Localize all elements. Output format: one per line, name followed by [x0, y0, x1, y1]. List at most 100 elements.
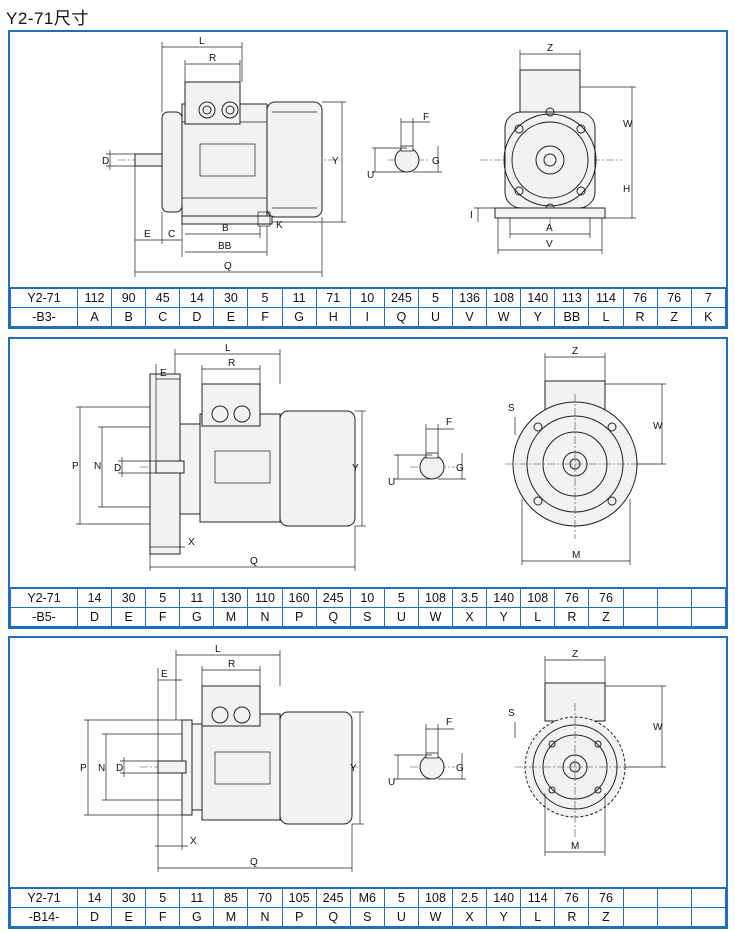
dimension-value-cell: [622, 887, 658, 908]
dimension-code-cell: R: [554, 607, 590, 627]
dimension-code-cell: E: [111, 907, 147, 927]
dimension-code-cell: G: [281, 307, 317, 327]
dimension-label: X: [190, 836, 197, 847]
panel-b3: L R Y D E C B BB K Q F U: [8, 30, 728, 329]
b3-drawing: L R Y D E C B BB K Q F U: [102, 36, 636, 277]
dimension-code-cell: R: [622, 307, 658, 327]
dimension-code-cell: U: [383, 607, 419, 627]
mount-cell: -B14-: [10, 907, 78, 927]
dimension-value-cell: 2.5: [452, 887, 488, 908]
b14-keyway-section: F U G: [388, 717, 466, 788]
dimension-value-cell: 10: [349, 287, 385, 308]
dimension-label: Y: [352, 463, 359, 474]
dimension-label: I: [470, 210, 473, 221]
dimension-value-cell: 140: [486, 587, 522, 608]
dimension-label: S: [508, 708, 515, 719]
dimension-label: V: [546, 239, 553, 250]
dimension-value-cell: 3.5: [452, 587, 488, 608]
dimension-code-cell: D: [76, 907, 113, 927]
dimension-label: P: [72, 461, 79, 472]
dimension-label: R: [228, 358, 235, 369]
dimension-value-cell: 76: [622, 287, 658, 308]
dimension-label: N: [98, 763, 105, 774]
dimension-label: S: [508, 403, 515, 414]
dimension-label: E: [144, 229, 151, 240]
dimension-code-cell: U: [383, 907, 419, 927]
dimension-code-cell: Q: [383, 307, 419, 327]
dimension-label: D: [102, 156, 109, 167]
dimension-label: Q: [224, 261, 232, 272]
dimension-value-cell: [690, 887, 727, 908]
dimension-label: BB: [218, 241, 232, 252]
dimension-label: D: [116, 763, 123, 774]
panel-b14: L R E P N D Y X Q F U G: [8, 636, 728, 929]
dimension-value-cell: 14: [76, 587, 113, 608]
dimension-value-cell: [690, 587, 727, 608]
dimension-value-cell: M6: [349, 887, 385, 908]
b5-side-view: L R E P N D Y X Q: [72, 343, 366, 571]
dimension-label: G: [456, 463, 464, 474]
dimension-code-cell: [656, 907, 692, 927]
dimension-code-cell: P: [281, 907, 317, 927]
dimension-code-cell: P: [281, 607, 317, 627]
dimension-label: H: [623, 184, 630, 195]
dimension-label: W: [623, 119, 633, 130]
dimension-label: A: [546, 223, 553, 234]
dimension-code-cell: L: [520, 907, 556, 927]
dimension-label: F: [423, 112, 429, 123]
dimension-value-cell: 108: [417, 887, 454, 908]
dimension-code-cell: A: [76, 307, 113, 327]
dimension-label: Z: [547, 43, 553, 54]
dimension-value-cell: 76: [588, 887, 624, 908]
dimension-label: P: [80, 763, 87, 774]
b3-front-view: Z W H I A V: [470, 43, 636, 254]
dimension-label: Z: [572, 649, 578, 660]
dimension-code-cell: F: [247, 307, 283, 327]
dimension-value-cell: 245: [315, 587, 351, 608]
dimension-code-cell: [690, 907, 727, 927]
dimension-code-cell: R: [554, 907, 590, 927]
dimension-label: M: [571, 841, 579, 852]
dimension-value-cell: 45: [145, 287, 181, 308]
dimension-value-cell: 245: [383, 287, 419, 308]
dimension-label: F: [446, 717, 452, 728]
dimension-value-cell: 11: [179, 887, 215, 908]
dimension-label: Z: [572, 346, 578, 357]
dimension-label: W: [653, 722, 663, 733]
dimension-value-cell: 108: [520, 587, 556, 608]
dimension-value-cell: 11: [179, 587, 215, 608]
dimension-code-cell: [656, 607, 692, 627]
dimension-code-cell: W: [486, 307, 522, 327]
b5-drawing: L R E P N D Y X Q F U G: [72, 343, 666, 571]
dimension-value-cell: 76: [588, 587, 624, 608]
dimension-value-cell: 76: [554, 587, 590, 608]
dimension-value-cell: 5: [383, 587, 419, 608]
dimension-value-cell: 130: [213, 587, 249, 608]
dimension-code-cell: B: [111, 307, 147, 327]
dimension-label: Y: [350, 763, 357, 774]
dimension-label: C: [168, 229, 175, 240]
dimension-value-cell: 10: [349, 587, 385, 608]
dimension-code-cell: W: [417, 607, 454, 627]
dimension-code-cell: G: [179, 907, 215, 927]
dimension-code-cell: L: [520, 607, 556, 627]
dimension-code-cell: BB: [554, 307, 590, 327]
dimension-value-cell: 108: [417, 587, 454, 608]
dimension-code-cell: Q: [315, 607, 351, 627]
dimension-value-cell: 30: [111, 587, 147, 608]
dimension-label: Y: [332, 156, 339, 167]
dimension-code-cell: S: [349, 907, 385, 927]
dimension-value-cell: [622, 587, 658, 608]
dimension-value-cell: 76: [554, 887, 590, 908]
dimension-code-cell: U: [417, 307, 454, 327]
dimension-value-cell: 136: [452, 287, 488, 308]
dimension-label: G: [432, 156, 440, 167]
dimension-code-cell: V: [452, 307, 488, 327]
dimension-label: R: [228, 659, 235, 670]
dimension-value-cell: 140: [520, 287, 556, 308]
dimension-code-cell: I: [349, 307, 385, 327]
b3-side-view: L R Y D E C B BB K Q: [102, 36, 346, 277]
dimension-code-cell: F: [145, 907, 181, 927]
